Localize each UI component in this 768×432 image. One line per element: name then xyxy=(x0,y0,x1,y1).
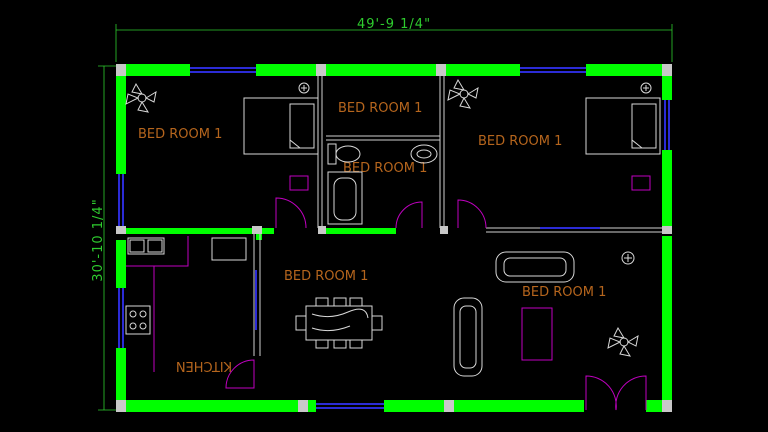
doors xyxy=(225,197,647,411)
width-dimension-label: 49'-9 1/4" xyxy=(357,17,431,32)
height-dimension-label: 30'-10 1/4" xyxy=(91,198,106,281)
sink-icon xyxy=(410,144,438,164)
plant-icon-1 xyxy=(125,82,157,113)
room-label-1: BED ROOM 1 xyxy=(138,127,222,142)
dining-table xyxy=(295,297,383,349)
exterior-walls xyxy=(116,64,672,412)
room-label-3: BED ROOM 1 xyxy=(343,161,427,176)
room-labels: BED ROOM 1 BED ROOM 1 BED ROOM 1 BED ROO… xyxy=(138,101,606,373)
fan-icon-2 xyxy=(640,82,652,94)
room-label-2: BED ROOM 1 xyxy=(338,101,422,116)
bed-right xyxy=(585,97,661,191)
bed-left xyxy=(243,97,319,191)
plant-icon-3 xyxy=(607,326,639,357)
sofa-top xyxy=(495,251,575,283)
fan-icon-1 xyxy=(298,82,310,94)
kitchen-label: KITCHEN xyxy=(176,358,232,373)
kitchen-counter xyxy=(125,236,247,372)
toilet-icon xyxy=(327,143,361,165)
bathtub-icon xyxy=(327,171,363,225)
coffee-table xyxy=(521,307,553,361)
windows xyxy=(118,67,670,409)
room-label-4: BED ROOM 1 xyxy=(478,134,562,149)
dimension-left: 30'-10 1/4" xyxy=(91,65,120,411)
sofa-left xyxy=(453,297,483,377)
room-label-5: BED ROOM 1 xyxy=(284,269,368,284)
dimension-top: 49'-9 1/4" xyxy=(115,17,673,62)
room-label-6: BED ROOM 1 xyxy=(522,285,606,300)
fan-icon-3 xyxy=(621,251,635,265)
interior-walls xyxy=(116,64,672,412)
plant-icon-2 xyxy=(447,78,479,109)
